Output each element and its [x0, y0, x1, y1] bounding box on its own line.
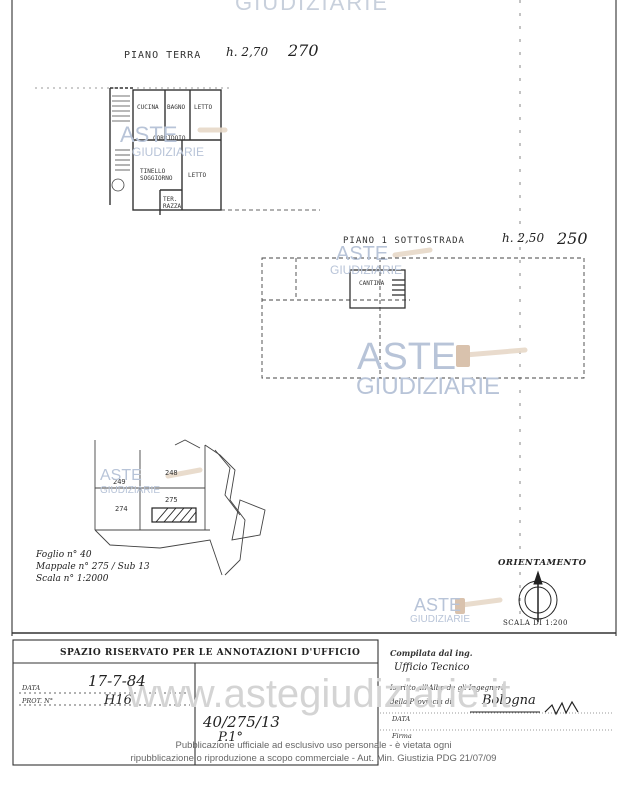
ground-floor-title: PIANO TERRA	[124, 50, 202, 61]
office-prot-value: H16	[104, 693, 132, 708]
watermark-aste-2: ASTE	[336, 243, 389, 265]
room-corridor: CORRIDOIO	[153, 135, 186, 142]
basement-cellar	[349, 269, 406, 309]
office-box	[12, 639, 612, 766]
room-cellar: CANTINA	[359, 280, 385, 287]
compiled-data-label: DATA	[392, 715, 411, 723]
ground-floor-height: h. 2,70	[226, 45, 269, 59]
room-living: TINELLO SOGGIORNO	[140, 168, 173, 182]
scala-label: Scala n° 1:2000	[36, 574, 109, 584]
cadastral-map	[94, 439, 266, 576]
office-ref-value2: P.1°	[218, 730, 244, 745]
watermark-giudiziarie-3: GIUDIZIARIE	[356, 373, 501, 400]
office-date-value: 17-7-84	[88, 672, 146, 690]
watermark-aste-3: ASTE	[357, 336, 457, 378]
office-data-label: DATA	[22, 684, 41, 692]
compiled-city: Bologna	[482, 693, 536, 708]
basement-title: PIANO 1 SOTTOSTRADA	[343, 236, 465, 246]
compiled-label: Compilata dal ing.	[390, 648, 473, 658]
gavel-watermarks	[165, 127, 528, 608]
basement-height-value: 250	[557, 229, 588, 248]
gavel-heads	[455, 345, 470, 614]
ground-floor-plan	[35, 87, 320, 215]
room-bedroom2: LETTO	[188, 172, 207, 179]
parcel-248: 248	[165, 469, 178, 477]
signature	[544, 700, 579, 716]
compiled-office: Ufficio Tecnico	[394, 662, 470, 673]
room-kitchen: CUCINA	[137, 104, 159, 111]
watermark-giudiziarie-2: GIUDIZIARIE	[330, 263, 403, 277]
watermark-aste-5: ASTE	[414, 595, 462, 615]
parcel-275: 275	[165, 496, 178, 504]
office-prot-label: PROT. N°	[22, 697, 54, 705]
office-title: SPAZIO RISERVATO PER LE ANNOTAZIONI D'UF…	[60, 648, 361, 658]
compiled-inscribed: Iscritto all'Albo de gli Ingegneri	[390, 684, 504, 692]
basement-plan	[261, 257, 585, 379]
foglio-label: Foglio n° 40	[36, 550, 92, 560]
office-ref-value: 40/275/13	[203, 713, 280, 731]
basement-height: h. 2,50	[502, 231, 545, 245]
stairs	[111, 95, 130, 192]
orientation-label: ORIENTAMENTO	[498, 558, 587, 568]
scale-label: SCALA DI 1:200	[503, 619, 568, 627]
site-watermark: www.astegiudiziarie.it	[128, 672, 511, 716]
watermark-aste-4: ASTE	[100, 467, 142, 484]
top-watermark: GIUDIZIARIE	[235, 0, 390, 15]
parcel-274: 274	[115, 505, 128, 513]
watermark-giudiziarie-5: GIUDIZIARIE	[410, 614, 471, 625]
compiled-firma-label: Firma	[392, 732, 412, 740]
parcel-249: 249	[113, 478, 126, 486]
room-terrace: TER. RAZZA	[163, 196, 182, 210]
footer-line2: ripubblicazione o riproduzione a scopo c…	[130, 753, 497, 764]
room-bedroom1: LETTO	[194, 104, 213, 111]
mappale-label: Mappale n° 275 / Sub 13	[36, 562, 150, 572]
watermark-aste-1: ASTE	[120, 122, 178, 147]
watermark-giudiziarie-1: GIUDIZIARIE	[132, 145, 205, 159]
room-bath: BAGNO	[167, 104, 186, 111]
compass	[518, 570, 558, 622]
compiled-province: della Provincia di	[390, 698, 452, 706]
ground-floor-height-value: 270	[288, 41, 319, 60]
footer-line1: Pubblicazione ufficiale ad esclusivo uso…	[175, 740, 452, 751]
watermark-giudiziarie-4: GIUDIZIARIE	[100, 485, 161, 496]
